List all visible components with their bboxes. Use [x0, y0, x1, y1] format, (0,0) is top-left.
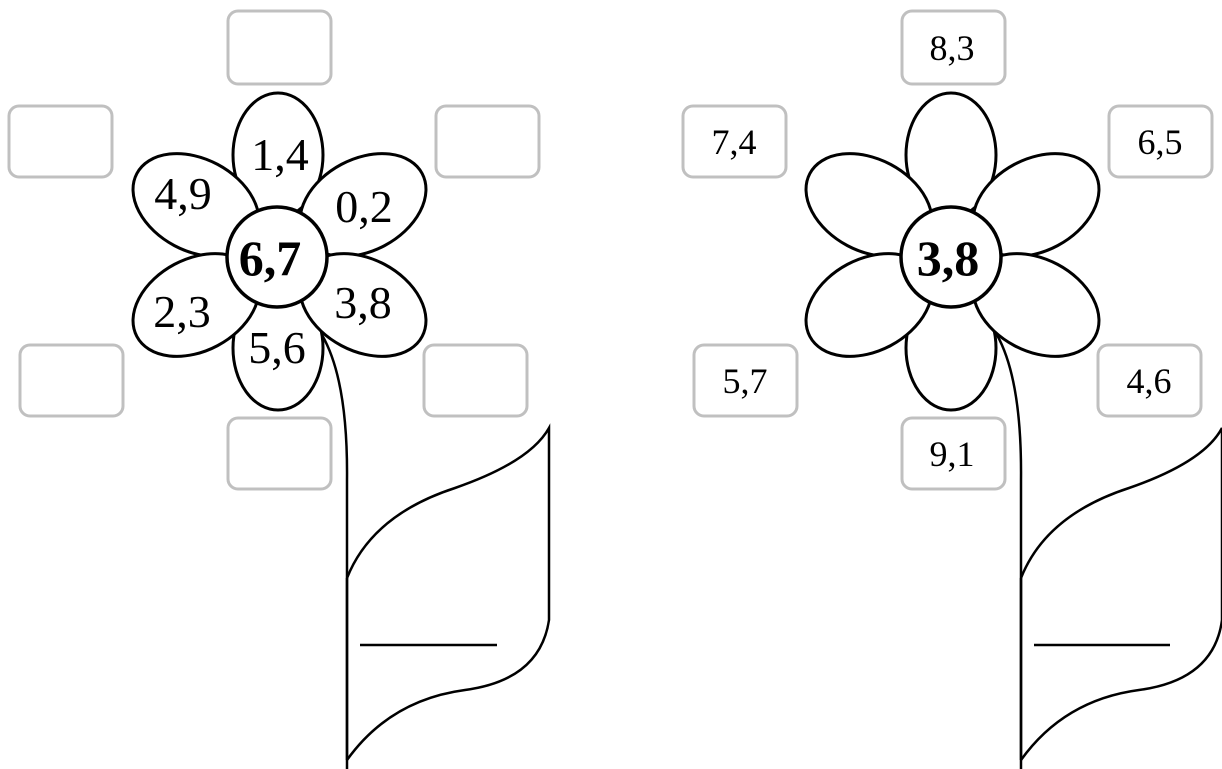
- petal-upper-right-value: 0,2: [335, 181, 393, 232]
- stem-left: [320, 334, 551, 769]
- number-box-bottom: 9,1: [900, 416, 1007, 491]
- number-box-upper-left: 7,4: [681, 104, 788, 179]
- stem-right: [995, 334, 1222, 769]
- flower-left: 1,4 0,2 3,8 5,6 2,3 4,9 6,7: [7, 9, 551, 769]
- leaf-outline-upper: [345, 423, 551, 761]
- number-box-upper-right-value: 6,5: [1138, 122, 1183, 162]
- center-value: 3,8: [917, 230, 980, 286]
- petal-lower-left-value: 2,3: [153, 286, 211, 337]
- number-box-upper-left-value: 7,4: [712, 122, 757, 162]
- answer-box-lower-left[interactable]: [18, 343, 125, 418]
- answer-box-upper-left[interactable]: [7, 104, 114, 179]
- petal-lower-right-value: 3,8: [334, 277, 392, 328]
- number-box-upper-right: 6,5: [1107, 104, 1214, 179]
- flower-center: [225, 205, 329, 309]
- flower-center: [899, 205, 1003, 309]
- number-box-lower-left: 5,7: [692, 343, 799, 418]
- petal-top-value: 1,4: [251, 129, 309, 180]
- number-box-top: 8,3: [900, 9, 1007, 86]
- answer-box-lower-right[interactable]: [422, 343, 529, 418]
- stem-line: [320, 334, 349, 769]
- number-box-lower-left-value: 5,7: [723, 361, 768, 401]
- answer-box-upper-right[interactable]: [434, 104, 541, 179]
- petals-left: [131, 91, 428, 412]
- number-box-top-value: 8,3: [930, 28, 975, 68]
- answer-box-bottom[interactable]: [226, 416, 333, 491]
- number-box-lower-right-value: 4,6: [1127, 361, 1172, 401]
- number-box-bottom-value: 9,1: [930, 434, 975, 474]
- center-value: 6,7: [239, 230, 302, 286]
- answer-box-top[interactable]: [226, 9, 333, 86]
- number-box-lower-right: 4,6: [1096, 343, 1203, 418]
- petal-upper-left-value: 4,9: [154, 168, 212, 219]
- stem-line: [995, 334, 1023, 769]
- petals-right: [804, 91, 1101, 412]
- petal-bottom-value: 5,6: [248, 322, 306, 373]
- leaf-outline-upper: [1019, 427, 1222, 761]
- flower-right: 3,8 8,3 7,4 6,5 5,7 4,6 9,1: [681, 9, 1222, 769]
